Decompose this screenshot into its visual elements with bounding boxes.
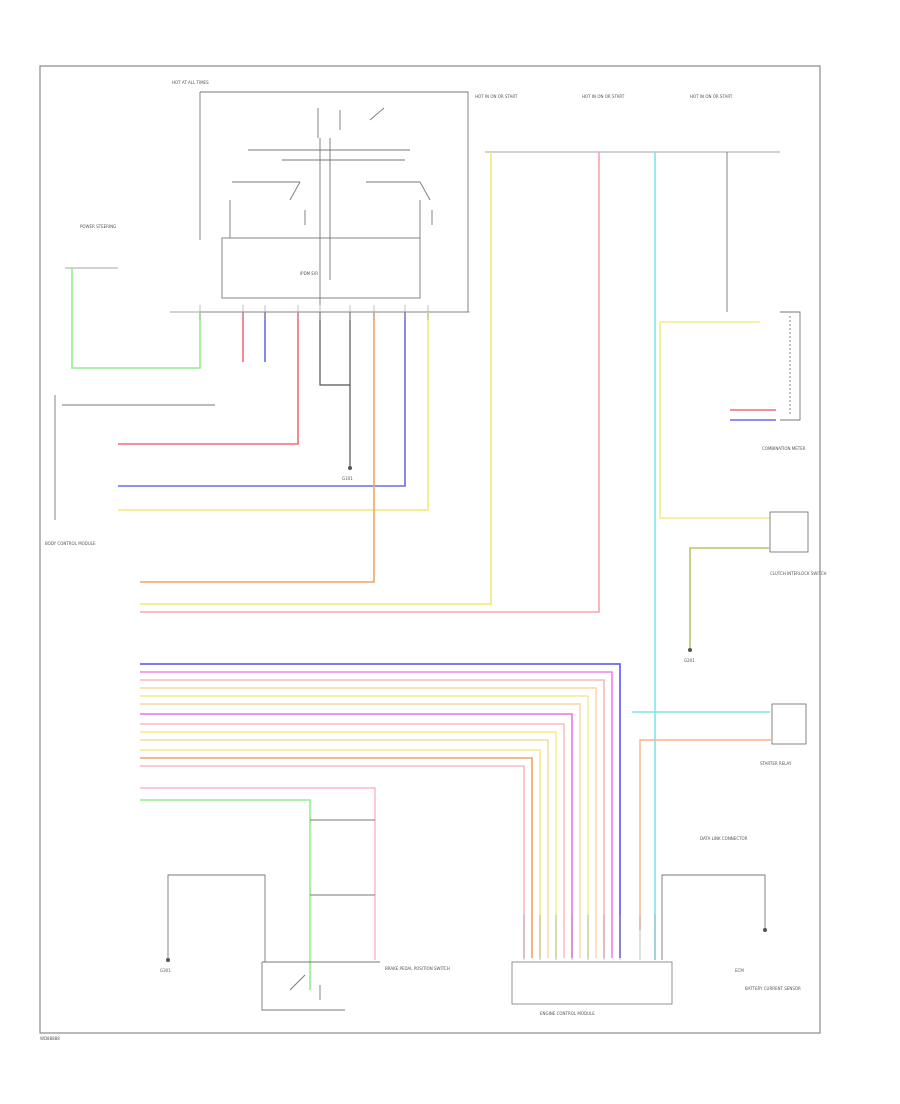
wire-pink-top [140,152,600,613]
central-relay-block [200,91,469,313]
label-left-module: BODY CONTROL MODULE [45,541,96,546]
label-corner-tag: WD88888 [40,1036,60,1041]
label-ground-3: G301 [160,968,171,973]
label-ecm: ECM [735,968,744,973]
left-module-bracket [54,395,215,520]
wire-yellow-right-module [659,321,770,519]
wire-yellow-top [140,152,492,605]
label-fuse-mid: HOT IN ON OR START [475,94,518,99]
wire-green-lower [140,799,311,990]
label-switch-right: CLUTCH INTERLOCK SWITCH [770,571,827,576]
label-sensor-left: POWER STEERING [80,224,116,229]
label-fuse-right-1: HOT IN ON OR START [582,94,625,99]
label-bottom-switch: BRAKE PEDAL POSITION SWITCH [385,966,450,971]
wire-pink-lower [140,787,376,960]
bcm-bus-wires [140,663,621,958]
clutch-switch-box [769,511,809,553]
right-module [780,311,801,421]
pin-ticks [199,305,429,320]
wire-blue-left-module [118,312,406,487]
label-data-link: DATA LINK CONNECTOR [700,836,748,841]
wire-peach-relay [639,739,772,930]
brake-switch-section [167,819,380,1011]
label-ground: G101 [342,476,353,481]
label-steering-block: IPDM E/R [300,271,318,276]
wire-green-left [71,268,201,369]
label-fuse-right-2: HOT IN ON OR START [690,94,733,99]
label-bottom-right: BATTERY CURRENT SENSOR [745,986,801,991]
label-relay-right: STARTER RELAY [760,761,792,766]
wire-yellow-left-module [118,312,429,511]
ecm-pins [523,915,656,960]
connector-rows [65,151,780,313]
label-bottom-block: ENGINE CONTROL MODULE [540,1011,595,1016]
wire-black-ground [319,312,351,470]
ecm-block [511,961,673,1005]
starter-relay-box [771,703,807,745]
wire-olive-switch [689,547,770,650]
label-right-module: COMBINATION METER [762,446,806,451]
diagram-frame [39,65,821,1034]
wire-red-left-module [118,312,299,445]
wire-orange-bcm [140,312,375,583]
ground-markers [166,466,767,962]
bottom-right-sensor [661,874,766,960]
label-fuse-top-left: HOT AT ALL TIMES [172,80,209,85]
label-ground-2: G201 [684,658,695,663]
